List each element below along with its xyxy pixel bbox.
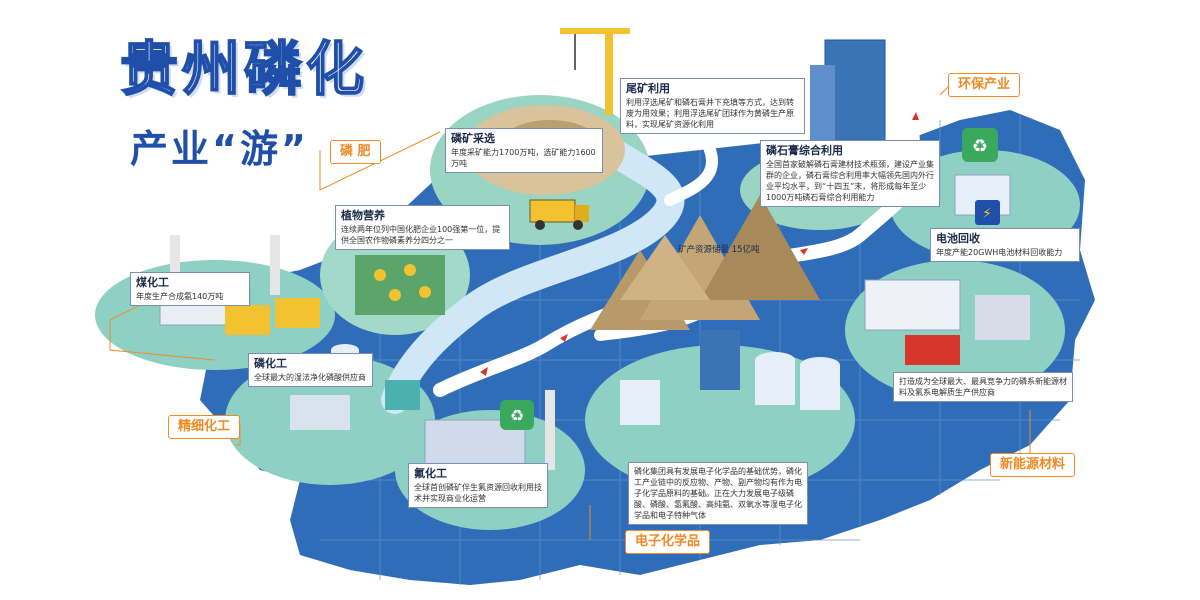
recycle-icon: ♻ [500, 400, 534, 430]
tag-environment: 环保产业 [948, 73, 1021, 97]
river-label: 江 [593, 280, 604, 293]
tag-electronic: 电子化学品 [625, 530, 711, 554]
dump-truck-icon [529, 199, 589, 230]
callout-plant: 植物营养 连续两年位列中国化肥企业100强第一位，提供全国农作物磷素养分四分之一 [335, 205, 510, 250]
callout-desc: 连续两年位列中国化肥企业100强第一位，提供全国农作物磷素养分四分之一 [341, 225, 501, 245]
svg-text:♻: ♻ [972, 136, 988, 157]
page-title: 贵州磷化 [119, 34, 369, 104]
callout-coal: 煤化工 年度生产合成氨140万吨 [130, 272, 250, 306]
callout-desc: 磷化集团具有发展电子化学品的基础优势，磷化工产业链中的反应物、产物、副产物均有作… [634, 467, 802, 520]
chimney [170, 235, 180, 295]
coal-truck [225, 305, 270, 335]
electronic-plant [620, 330, 840, 425]
coal-truck [275, 298, 320, 328]
svg-text:⚡: ⚡ [982, 206, 992, 222]
leader-line [109, 299, 216, 361]
battery-area: ⚡ ♻ [954, 128, 1011, 225]
chimney [270, 235, 280, 295]
callout-title: 磷矿采选 [451, 132, 495, 145]
tag-fertilizer: 磷 肥 [330, 140, 381, 164]
callout-desc: 利用浮选尾矿和磷石膏井下充填等方式，达到转废为用效果；利用浮选尾矿团球作为黄磷生… [626, 98, 794, 129]
callout-desc: 全球首创磷矿伴生氟资源回收利用技术并实现商业化运营 [414, 483, 542, 503]
plant-field [355, 255, 445, 315]
tag-fine-chem: 精细化工 [168, 415, 241, 439]
callout-desc: 全球最大的湿法净化磷酸供应商 [254, 373, 366, 382]
callout-desc: 打造成为全球最大、最具竞争力的磷系新能源材料及氟系电解质生产供应商 [899, 377, 1067, 397]
mine-crane-icon [560, 28, 630, 115]
callout-gypsum: 磷石膏综合利用 全国首家破解磷石膏建材技术瓶颈，建设产业集群的企业，磷石膏综合利… [760, 140, 940, 207]
callout-tailings: 尾矿利用 利用浮选尾矿和磷石膏井下充填等方式，达到转废为用效果；利用浮选尾矿团球… [620, 78, 805, 134]
battery-charge-icon: ⚡ [975, 200, 1000, 225]
callout-title: 尾矿利用 [626, 82, 670, 95]
callout-phos-chem: 磷化工 全球最大的湿法净化磷酸供应商 [248, 353, 373, 387]
mountain-label: 矿产资源储量 15亿吨 [678, 245, 760, 255]
mountains [590, 195, 820, 330]
callout-desc: 年度采矿能力1700万吨，选矿能力1600万吨 [451, 148, 596, 168]
callout-title: 植物营养 [341, 209, 385, 222]
callout-new-material: 打造成为全球最大、最具竞争力的磷系新能源材料及氟系电解质生产供应商 [893, 372, 1073, 402]
flow-arrow [480, 367, 488, 376]
callout-title: 电池回收 [936, 232, 980, 245]
leader-line [319, 131, 441, 191]
callout-desc: 年度生产合成氨140万吨 [136, 292, 224, 301]
flow-arrow [800, 248, 808, 255]
callout-battery: 电池回收 年度产能20GWH电池材料回收能力 [930, 228, 1080, 262]
office-tower [810, 39, 886, 146]
callout-desc: 全国首家破解磷石膏建材技术瓶颈，建设产业集群的企业，磷石膏综合利用率大幅领先国内… [766, 160, 934, 202]
flow-arrow [912, 112, 919, 120]
callout-title: 煤化工 [136, 276, 169, 289]
callout-title: 磷化工 [254, 357, 287, 370]
callout-title: 磷石膏综合利用 [766, 144, 843, 157]
flow-arrow [560, 334, 568, 342]
callout-electronic: 磷化集团具有发展电子化学品的基础优势，磷化工产业链中的反应物、产物、副产物均有作… [628, 462, 808, 525]
callout-desc: 年度产能20GWH电池材料回收能力 [936, 248, 1063, 257]
tag-new-energy: 新能源材料 [990, 453, 1076, 477]
callout-mining: 磷矿采选 年度采矿能力1700万吨，选矿能力1600万吨 [445, 128, 603, 173]
newenergy-factory [864, 279, 1030, 365]
mountain [700, 195, 820, 300]
recycle-icon: ♻ [962, 128, 998, 162]
river [381, 136, 685, 414]
mountain [620, 235, 710, 300]
page-subtitle: 产业“游” [130, 127, 309, 171]
svg-text:♻: ♻ [510, 406, 524, 425]
callout-title: 氟化工 [414, 467, 447, 480]
callout-fluoride: 氟化工 全球首创磷矿伴生氟资源回收利用技术并实现商业化运营 [408, 463, 548, 508]
